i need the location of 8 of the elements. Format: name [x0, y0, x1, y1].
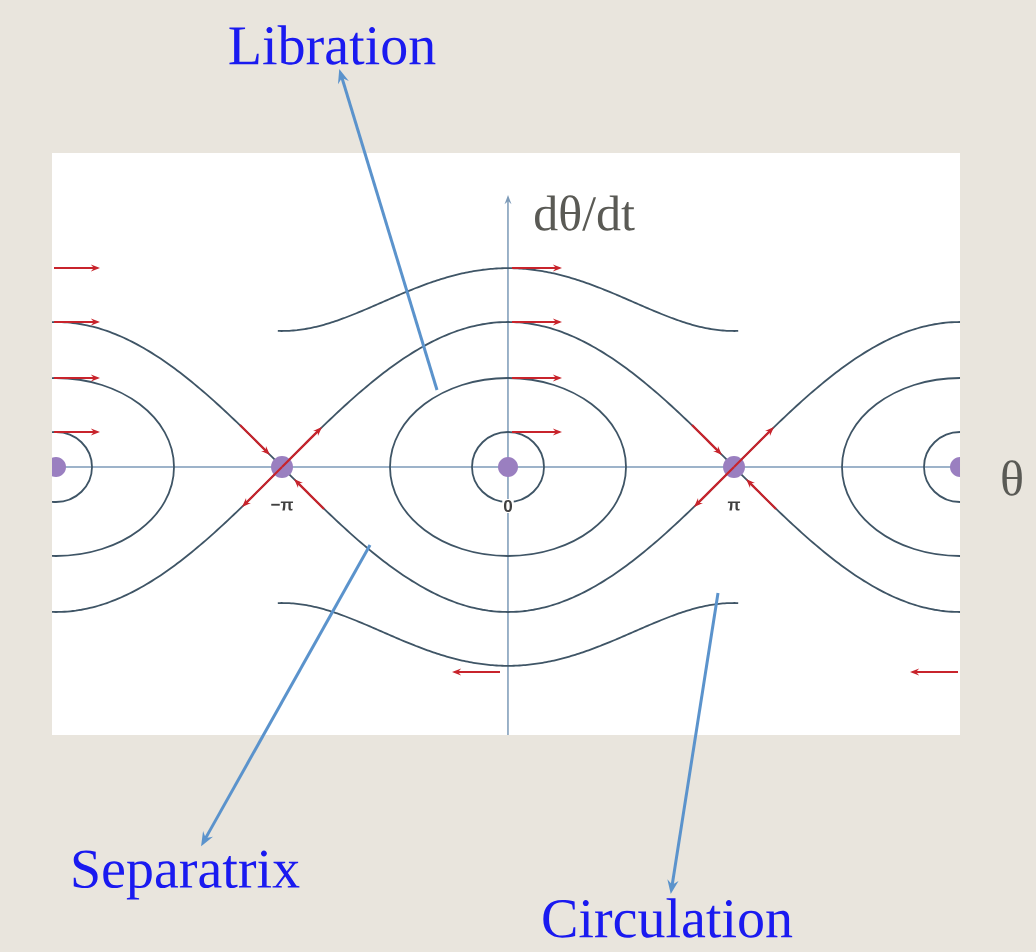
- callout-label: Separatrix: [73, 850, 300, 900]
- callout-label: Libration: [229, 25, 436, 65]
- tick-label: −π: [269, 500, 295, 512]
- tick-label: π: [726, 500, 742, 512]
- callout-label: Circulation: [543, 898, 793, 938]
- tick-label: 0: [502, 499, 514, 513]
- axis-label: dθ/dt: [530, 192, 638, 234]
- axis-label: θ: [1002, 460, 1022, 496]
